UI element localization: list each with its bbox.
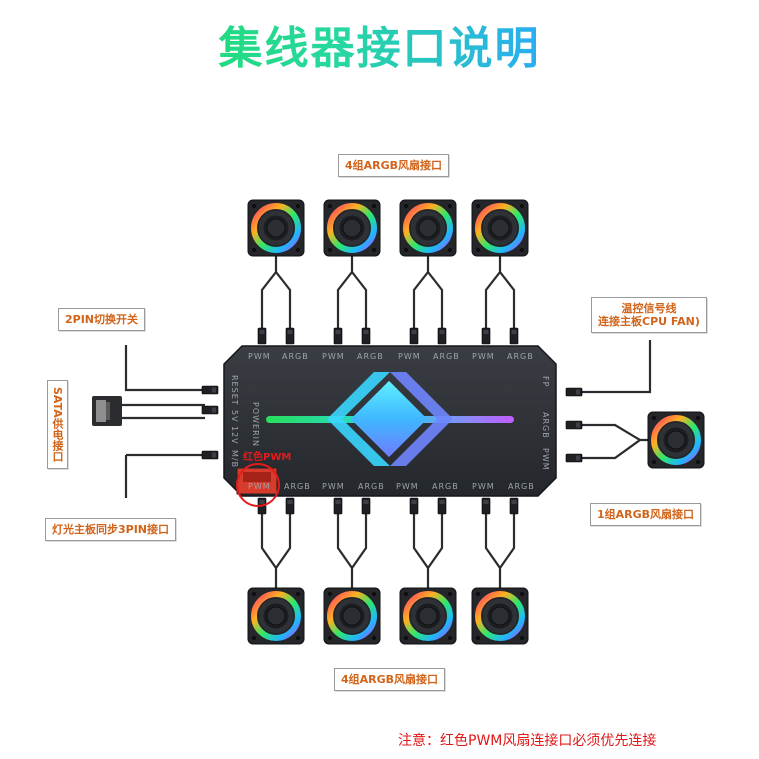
hub-port-label: 5V xyxy=(230,410,239,423)
hub-port-label: POWERIN xyxy=(251,402,260,447)
hub-port-label: PWM xyxy=(398,352,421,361)
hub-port-label: ARGB xyxy=(357,352,384,361)
hub-port-label: ARGB xyxy=(432,482,459,491)
red-pwm-label: 红色PWM xyxy=(243,452,292,463)
callout-one-fan: 1组ARGB风扇接口 xyxy=(590,503,702,526)
right-cables xyxy=(580,340,652,460)
callout-temp-signal-line1: 温控信号线 xyxy=(621,302,677,315)
hub-port-label: PWM xyxy=(472,352,495,361)
hub-port-label: ARGB xyxy=(541,412,550,439)
bottom-fan-cables xyxy=(260,512,516,588)
warning-note: 注意：红色PWM风扇连接口必须优先连接 xyxy=(398,733,657,749)
hub-port-label: ARGB xyxy=(284,482,311,491)
hub-port-label: ARGB xyxy=(433,352,460,361)
callout-bottom-fans: 4组ARGB风扇接口 xyxy=(334,668,446,691)
hub-port-label: PWM xyxy=(248,352,271,361)
hub-port-label: PWM xyxy=(396,482,419,491)
sata-connector xyxy=(92,396,122,426)
page-title: 集线器接口说明 xyxy=(0,12,759,76)
hub-port-label: ARGB xyxy=(358,482,385,491)
hub-port-label: RESET xyxy=(230,375,239,406)
bottom-connectors xyxy=(257,497,519,515)
hub-port-label: M/B xyxy=(230,450,239,469)
hub-port-label: FP xyxy=(541,376,550,388)
top-connectors xyxy=(257,327,519,345)
left-chevron xyxy=(327,372,390,466)
hub-port-label: PWM xyxy=(322,352,345,361)
left-connectors xyxy=(201,385,219,460)
hub-port-label: ARGB xyxy=(282,352,309,361)
callout-temp-signal: 温控信号线 连接主板CPU FAN) xyxy=(591,297,707,333)
hub-port-label: ARGB xyxy=(508,482,535,491)
red-pwm-highlight xyxy=(236,463,280,507)
callout-2pin-switch: 2PIN切换开关 xyxy=(58,308,146,331)
callout-top-fans: 4组ARGB风扇接口 xyxy=(338,154,450,177)
center-diamond xyxy=(350,380,428,458)
callout-sata: SATA供电接口 xyxy=(47,380,68,469)
callout-mb-sync: 灯光主板同步3PIN接口 xyxy=(45,518,177,541)
left-cables xyxy=(122,345,205,498)
right-connectors xyxy=(565,387,583,463)
hub-port-label: PWM xyxy=(541,448,550,471)
hub-port-label: PWM xyxy=(248,482,271,491)
top-fan-cables xyxy=(260,255,516,330)
hub-port-label: PWM xyxy=(472,482,495,491)
hub-port-label: PWM xyxy=(322,482,345,491)
right-chevron xyxy=(390,372,453,466)
hub-port-label: ARGB xyxy=(507,352,534,361)
hub-port-label: 12V xyxy=(230,426,239,445)
callout-temp-signal-line2: 连接主板CPU FAN) xyxy=(598,315,700,328)
